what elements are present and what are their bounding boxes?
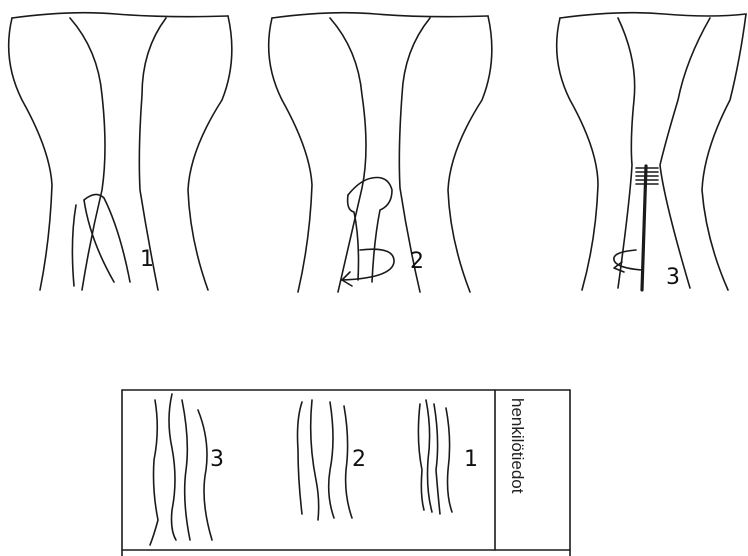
- smear-strip-1: [418, 400, 452, 514]
- smear-strip-2: [298, 400, 353, 520]
- cervix-outline-1: [9, 13, 232, 290]
- smear-strip-3: [150, 394, 212, 545]
- cervix-outline-3: [557, 13, 746, 290]
- slide-side-label: henkilötiedot: [508, 398, 527, 494]
- slide-panel: 3 2 1 henkilötiedot: [122, 390, 570, 556]
- diagram-label-1: 1: [140, 247, 154, 272]
- smear-strip-label-1: 1: [464, 447, 478, 472]
- diagram-3: 3: [557, 13, 746, 290]
- rotation-arrow-3: [614, 250, 642, 272]
- diagram-2: 2: [269, 13, 492, 292]
- diagram-1: 1: [9, 13, 232, 290]
- rotating-object-2: [348, 178, 392, 283]
- smear-strip-label-2: 2: [352, 447, 366, 472]
- smear-strip-label-3: 3: [210, 447, 224, 472]
- diagram-label-2: 2: [410, 249, 424, 274]
- diagram-label-3: 3: [666, 265, 680, 290]
- rotation-arrow-2: [342, 249, 394, 286]
